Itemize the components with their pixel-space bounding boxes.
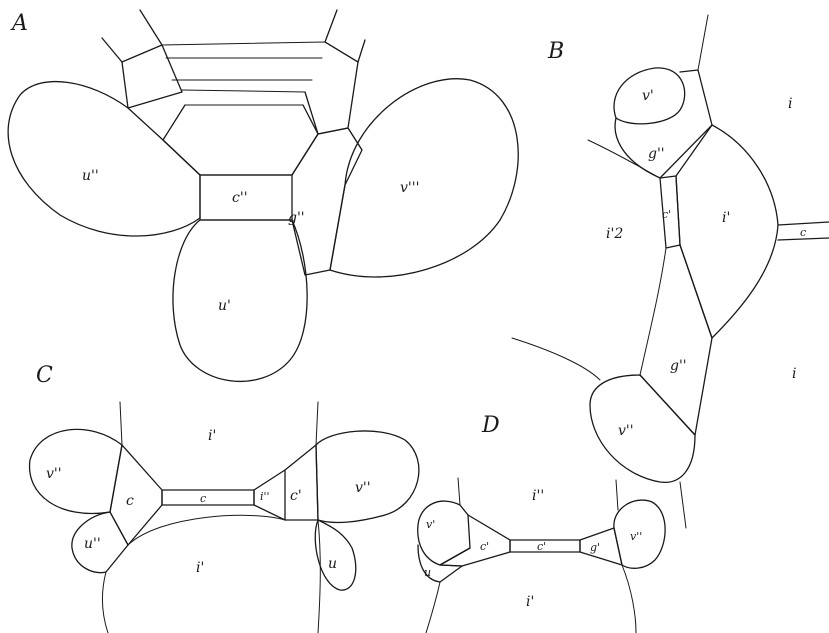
panel-d-label-v-left: v' bbox=[426, 518, 435, 531]
panel-c-label-v-left: v'' bbox=[46, 466, 62, 482]
panel-c-cell-v-left bbox=[30, 429, 122, 513]
panel-a-central-cell bbox=[163, 105, 318, 175]
panel-c-cell-c-left bbox=[110, 445, 162, 545]
panel-a-label-u-left: u'' bbox=[82, 168, 99, 184]
panel-c-cell-c-right bbox=[285, 445, 318, 520]
panel-c-label-c-mid: c bbox=[200, 492, 206, 505]
panel-b-label-c-mid: c' bbox=[662, 208, 671, 221]
panel-c-label-i-small: i'' bbox=[260, 490, 270, 503]
panel-c-cell-v-right bbox=[316, 431, 419, 523]
panel-a-label-c: c'' bbox=[232, 190, 248, 206]
panel-a-cell-u-bottom bbox=[173, 220, 307, 381]
panel-a-letter: A bbox=[10, 11, 28, 36]
panel-d-label-c-left: c' bbox=[480, 540, 489, 553]
panel-c-label-u-left: u'' bbox=[84, 536, 101, 552]
panel-b: B v' g'' c' i' c i i'2 g'' v'' bbox=[512, 15, 829, 528]
panel-b-letter: B bbox=[547, 39, 564, 64]
panel-a-cell-u-left bbox=[8, 82, 200, 236]
panel-a-cell-v bbox=[330, 79, 518, 277]
panel-b-label-g-top: g'' bbox=[648, 146, 665, 162]
panel-b-label-i-right: i' bbox=[722, 210, 730, 226]
panel-b-label-i-left: i'2 bbox=[606, 226, 623, 242]
panel-a-label-v: v''' bbox=[400, 180, 419, 196]
panel-d-label-i-top: i'' bbox=[532, 488, 544, 504]
panel-b-label-v-bottom: v'' bbox=[618, 423, 634, 439]
panel-c-label-i-top: i' bbox=[208, 428, 216, 444]
panel-a-upper-left-cell bbox=[122, 45, 182, 108]
panel-d-letter: D bbox=[481, 413, 500, 438]
panel-b-label-i-top: i bbox=[788, 96, 792, 112]
panel-d-cell-c-left bbox=[440, 515, 510, 566]
panel-d-label-i-bottom: i' bbox=[526, 594, 534, 610]
panel-a-upper-right-cell bbox=[305, 42, 358, 134]
panel-b-label-g-bottom: g'' bbox=[670, 358, 687, 374]
panel-b-label-v-top: v' bbox=[642, 88, 654, 104]
panel-c-letter: C bbox=[36, 363, 53, 388]
panel-c-label-u-right: u bbox=[328, 556, 337, 572]
panel-a: A u'' c'' u' g'' v''' bbox=[8, 10, 518, 381]
panel-d: D i'' v' u c' c' g' v'' i' bbox=[418, 413, 665, 633]
panel-c-cell-c-mid bbox=[162, 490, 254, 505]
panel-c-label-v-right: v'' bbox=[355, 480, 371, 496]
panel-c: C i' v'' c c i'' c' v'' u'' u i' bbox=[30, 363, 419, 633]
panel-a-label-g: g'' bbox=[288, 210, 305, 226]
panel-b-cell-v-bottom bbox=[590, 375, 695, 482]
panel-a-stem-left bbox=[102, 10, 162, 62]
panel-d-label-u-left: u bbox=[424, 566, 431, 579]
panel-d-label-v-right: v'' bbox=[630, 530, 642, 543]
panel-c-label-i-bottom: i' bbox=[196, 560, 204, 576]
panel-b-cell-i-right bbox=[676, 125, 778, 338]
panel-b-cell-g-bottom bbox=[640, 245, 712, 435]
panel-d-cell-v-left bbox=[418, 501, 470, 565]
panel-c-label-c-left: c bbox=[126, 493, 134, 509]
panel-b-label-c-right: c bbox=[800, 226, 806, 239]
panel-b-label-i-bottom: i bbox=[792, 366, 796, 382]
panel-d-label-c-mid: c' bbox=[537, 540, 546, 553]
panel-c-label-c-right: c' bbox=[290, 488, 302, 504]
panel-d-label-g-right: g' bbox=[590, 541, 600, 554]
panel-a-label-u-bottom: u' bbox=[218, 298, 231, 314]
